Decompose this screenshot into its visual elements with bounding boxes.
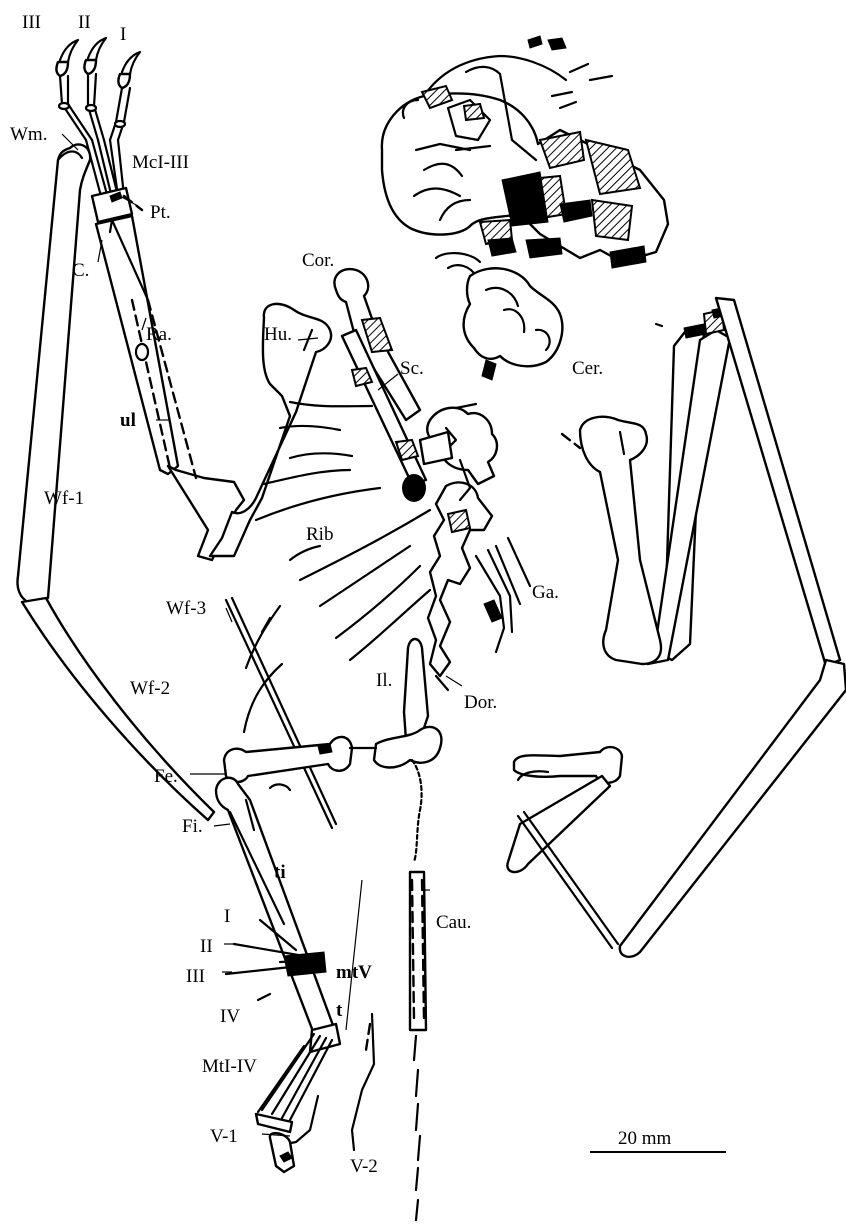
label-toe-I: I (224, 906, 230, 927)
femur (224, 727, 441, 790)
label-pt: Pt. (150, 202, 171, 223)
scale-bar: 20 mm (590, 1128, 726, 1152)
dorsal-vertebrae (428, 460, 530, 690)
caudal-vertebrae (410, 760, 426, 1220)
tibia-fibula (216, 778, 334, 1034)
label-hu: Hu. (264, 324, 292, 345)
label-ra: Ra. (146, 324, 172, 345)
label-digit-III: III (22, 12, 41, 33)
cervical-vertebrae (420, 268, 562, 484)
radius-ulna (96, 216, 244, 560)
label-rib: Rib (306, 524, 333, 545)
label-mc: McI-III (132, 152, 189, 173)
label-dor: Dor. (464, 692, 497, 713)
scale-bar-label: 20 mm (618, 1128, 672, 1149)
manus-digits (56, 38, 140, 140)
label-fi: Fi. (182, 816, 203, 837)
label-digit-I: I (120, 24, 126, 45)
label-fe: Fe. (154, 766, 178, 787)
label-ul: ul (120, 410, 136, 431)
label-v1: V-1 (210, 1126, 238, 1147)
label-c: C. (72, 260, 89, 281)
right-hindlimb (507, 747, 622, 948)
label-toe-III: III (186, 966, 205, 987)
wing-finger-2 (22, 598, 214, 820)
label-cor: Cor. (302, 250, 334, 271)
label-toe-II: II (200, 936, 213, 957)
label-digit-II: II (78, 12, 91, 33)
label-ti: ti (274, 862, 286, 883)
label-mt: MtI-IV (202, 1056, 257, 1077)
label-cau: Cau. (436, 912, 471, 933)
label-wf2: Wf-2 (130, 678, 170, 699)
label-t: t (336, 1000, 343, 1021)
label-ga: Ga. (532, 582, 559, 603)
ilium (404, 639, 428, 740)
wing-finger-1 (17, 144, 90, 602)
label-toe-IV: IV (220, 1006, 240, 1027)
label-il: Il. (376, 670, 392, 691)
label-cer: Cer. (572, 358, 603, 379)
label-wf3: Wf-3 (166, 598, 206, 619)
label-sc: Sc. (400, 358, 424, 379)
label-mtv: mtV (336, 962, 372, 983)
right-radius (562, 417, 661, 664)
right-wing-metacarpals (648, 308, 730, 664)
label-v2: V-2 (350, 1156, 378, 1177)
pes (226, 920, 374, 1172)
label-wm: Wm. (10, 124, 47, 145)
label-wf1: Wf-1 (44, 488, 84, 509)
